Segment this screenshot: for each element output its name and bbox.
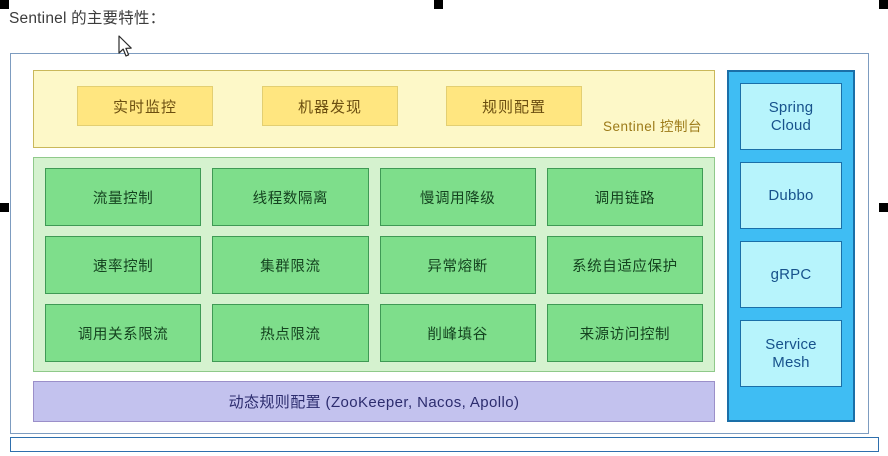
feature-chip-flow-control[interactable]: 流量控制: [45, 168, 202, 226]
feature-chip-system-adaptive-protection[interactable]: 系统自适应保护: [546, 236, 703, 294]
feature-chip-call-relation-limit[interactable]: 调用关系限流: [45, 304, 202, 362]
selection-handle-middle-left[interactable]: [0, 203, 9, 212]
console-chip-machine-discovery[interactable]: 机器发现: [262, 86, 398, 126]
feature-chip-cluster-flow-limit[interactable]: 集群限流: [212, 236, 369, 294]
feature-chip-thread-isolation[interactable]: 线程数隔离: [212, 168, 369, 226]
feature-chip-call-chain[interactable]: 调用链路: [546, 168, 703, 226]
adapter-chip-grpc[interactable]: gRPC: [740, 241, 842, 308]
feature-chip-slow-call-degrade[interactable]: 慢调用降级: [379, 168, 536, 226]
adapter-chip-dubbo[interactable]: Dubbo: [740, 162, 842, 229]
selection-outline: [10, 437, 879, 452]
sentinel-architecture-diagram[interactable]: 实时监控 机器发现 规则配置 Sentinel 控制台 流量控制 线程数隔离 慢…: [10, 53, 869, 434]
feature-chip-peak-shaving[interactable]: 削峰填谷: [379, 304, 536, 362]
selection-handle-middle-right[interactable]: [879, 203, 888, 212]
dynamic-rules-bar[interactable]: 动态规则配置 (ZooKeeper, Nacos, Apollo): [33, 381, 715, 422]
selection-handle-top-center[interactable]: [434, 0, 443, 9]
core-features-panel: 流量控制 线程数隔离 慢调用降级 调用链路 速率控制 集群限流 异常熔断 系统自…: [33, 157, 715, 372]
selection-handle-top-right[interactable]: [879, 0, 888, 9]
console-chip-group: 实时监控 机器发现 规则配置: [34, 71, 714, 147]
console-chip-rule-config[interactable]: 规则配置: [446, 86, 582, 126]
console-chip-realtime-monitor[interactable]: 实时监控: [77, 86, 213, 126]
console-panel-label: Sentinel 控制台: [602, 119, 702, 134]
feature-chip-rate-control[interactable]: 速率控制: [45, 236, 202, 294]
sentinel-console-panel: 实时监控 机器发现 规则配置 Sentinel 控制台: [33, 70, 715, 148]
feature-chip-origin-access-control[interactable]: 来源访问控制: [546, 304, 703, 362]
core-features-grid: 流量控制 线程数隔离 慢调用降级 调用链路 速率控制 集群限流 异常熔断 系统自…: [45, 168, 703, 362]
feature-chip-exception-circuit-break[interactable]: 异常熔断: [379, 236, 536, 294]
selection-handle-top-left[interactable]: [0, 0, 9, 9]
diagram-left-column: 实时监控 机器发现 规则配置 Sentinel 控制台 流量控制 线程数隔离 慢…: [33, 70, 715, 422]
feature-chip-hotspot-limit[interactable]: 热点限流: [212, 304, 369, 362]
page-title: Sentinel 的主要特性：: [9, 10, 166, 27]
